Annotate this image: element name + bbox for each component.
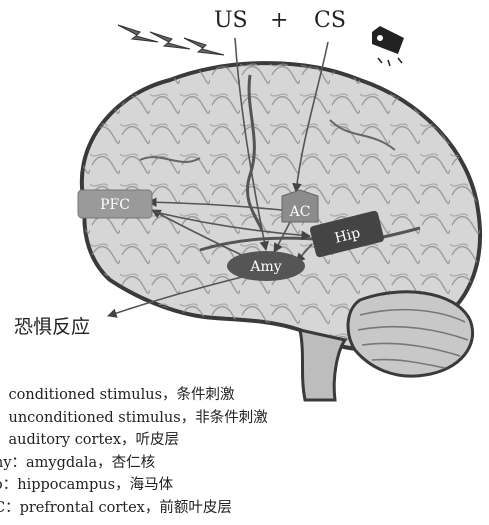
legend-item-us: ：unconditioned stimulus，非条件刺激 [0, 407, 268, 430]
pfc-label: PFC [100, 197, 130, 213]
cerebellum [348, 292, 473, 376]
speaker-icon [372, 26, 404, 66]
pfc-region: PFC [78, 190, 152, 218]
lightning-bolt-icon [118, 25, 224, 55]
legend-item-ac: ：auditory cortex，听皮层 [0, 429, 268, 452]
amy-region: Amy [227, 251, 305, 281]
legend-item-pfc: C：prefrontal cortex，前额叶皮层 [0, 497, 268, 520]
legend-item-amy: ny：amygdala，杏仁核 [0, 452, 268, 475]
legend-item-hip: o：hippocampus，海马体 [0, 474, 268, 497]
amy-label: Amy [249, 259, 281, 275]
brainstem [300, 330, 345, 400]
cs-label: CS [314, 8, 346, 33]
legend-item-cs: ：conditioned stimulus，条件刺激 [0, 384, 268, 407]
abbreviation-legend: ：conditioned stimulus，条件刺激 ：unconditione… [0, 384, 268, 519]
ac-region: AC [282, 190, 318, 222]
ac-label: AC [289, 204, 311, 220]
plus-sign: + [270, 8, 288, 33]
us-label: US [214, 8, 248, 33]
fear-response-label: 恐惧反应 [14, 312, 90, 339]
